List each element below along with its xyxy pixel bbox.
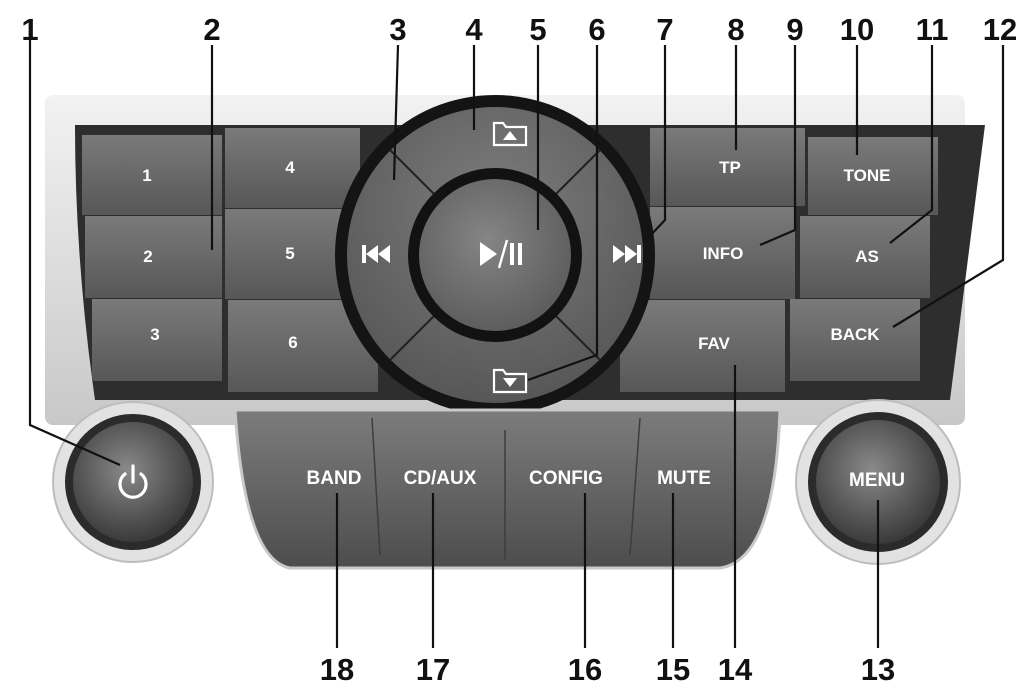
callout-2: 2 xyxy=(203,12,220,47)
ring-divider xyxy=(389,149,436,196)
leader-3 xyxy=(392,44,400,181)
bottom-divider xyxy=(629,417,641,556)
callout-16: 16 xyxy=(568,652,602,687)
leader-11 xyxy=(889,45,934,244)
cd-aux-label: CD/AUX xyxy=(404,468,477,489)
as-label: AS xyxy=(855,247,879,266)
tp-button[interactable] xyxy=(650,128,805,206)
callout-9: 9 xyxy=(786,12,803,47)
tone-button[interactable] xyxy=(808,137,938,215)
preset-label-1: 1 xyxy=(142,166,151,185)
callout-12: 12 xyxy=(983,12,1017,47)
back-label: BACK xyxy=(830,325,880,344)
callout-13: 13 xyxy=(861,652,895,687)
cd-aux-button[interactable] xyxy=(378,425,503,560)
center-control xyxy=(335,95,655,415)
folder-down-icon xyxy=(492,368,528,394)
callout-3: 3 xyxy=(389,12,406,47)
preset-label-4: 4 xyxy=(285,158,295,177)
preset-button-4[interactable] xyxy=(225,128,360,208)
preset-button-1[interactable] xyxy=(82,135,222,215)
skip-back-icon xyxy=(362,245,390,263)
power-icon xyxy=(118,464,148,499)
leader-6 xyxy=(527,45,599,382)
skip-forward-icon xyxy=(613,245,641,263)
callout-11: 11 xyxy=(916,12,949,47)
callout-7: 7 xyxy=(656,12,673,47)
preset-label-3: 3 xyxy=(150,325,159,344)
info-label: INFO xyxy=(703,244,744,263)
preset-label-6: 6 xyxy=(288,333,297,352)
ring-divider xyxy=(554,149,601,196)
config-label: CONFIG xyxy=(529,468,603,489)
fav-label: FAV xyxy=(698,334,730,353)
callout-6: 6 xyxy=(588,12,605,47)
callout-15: 15 xyxy=(656,652,690,687)
leader-9 xyxy=(759,45,797,247)
tone-label: TONE xyxy=(844,166,891,185)
leader-7 xyxy=(647,45,667,239)
callout-leaders xyxy=(28,40,1005,648)
ring-divider xyxy=(389,314,436,361)
power-knob[interactable] xyxy=(52,401,214,563)
preset-block: 1 2 3 4 5 6 xyxy=(82,128,378,392)
bottom-divider xyxy=(371,417,381,556)
leader-1 xyxy=(28,40,121,467)
play-pause-icon xyxy=(480,239,522,269)
callout-numbers: 1 2 3 4 5 6 7 8 9 10 11 12 13 14 15 16 1… xyxy=(21,12,1017,687)
callout-18: 18 xyxy=(320,652,354,687)
bottom-button-bar xyxy=(233,408,782,570)
fav-button[interactable] xyxy=(620,300,785,392)
band-label: BAND xyxy=(307,468,362,489)
preset-label-2: 2 xyxy=(143,247,152,266)
leader-12 xyxy=(892,45,1005,328)
ring-divider xyxy=(554,314,601,361)
config-button[interactable] xyxy=(507,430,630,560)
callout-4: 4 xyxy=(465,12,483,47)
function-block: TP TONE INFO AS FAV BACK xyxy=(620,128,938,392)
callout-14: 14 xyxy=(718,652,753,687)
callout-5: 5 xyxy=(529,12,546,47)
preset-label-5: 5 xyxy=(285,244,294,263)
mute-label: MUTE xyxy=(657,468,711,489)
back-button[interactable] xyxy=(790,299,920,381)
callout-17: 17 xyxy=(416,652,450,687)
folder-up-icon xyxy=(492,121,528,147)
menu-knob[interactable]: MENU xyxy=(795,399,961,565)
menu-label: MENU xyxy=(849,470,905,491)
preset-button-3[interactable] xyxy=(92,299,222,381)
info-button[interactable] xyxy=(650,207,795,299)
tp-label: TP xyxy=(719,158,741,177)
callout-10: 10 xyxy=(840,12,874,47)
callout-8: 8 xyxy=(727,12,744,47)
callout-1: 1 xyxy=(21,12,38,47)
preset-button-2[interactable] xyxy=(85,216,222,298)
